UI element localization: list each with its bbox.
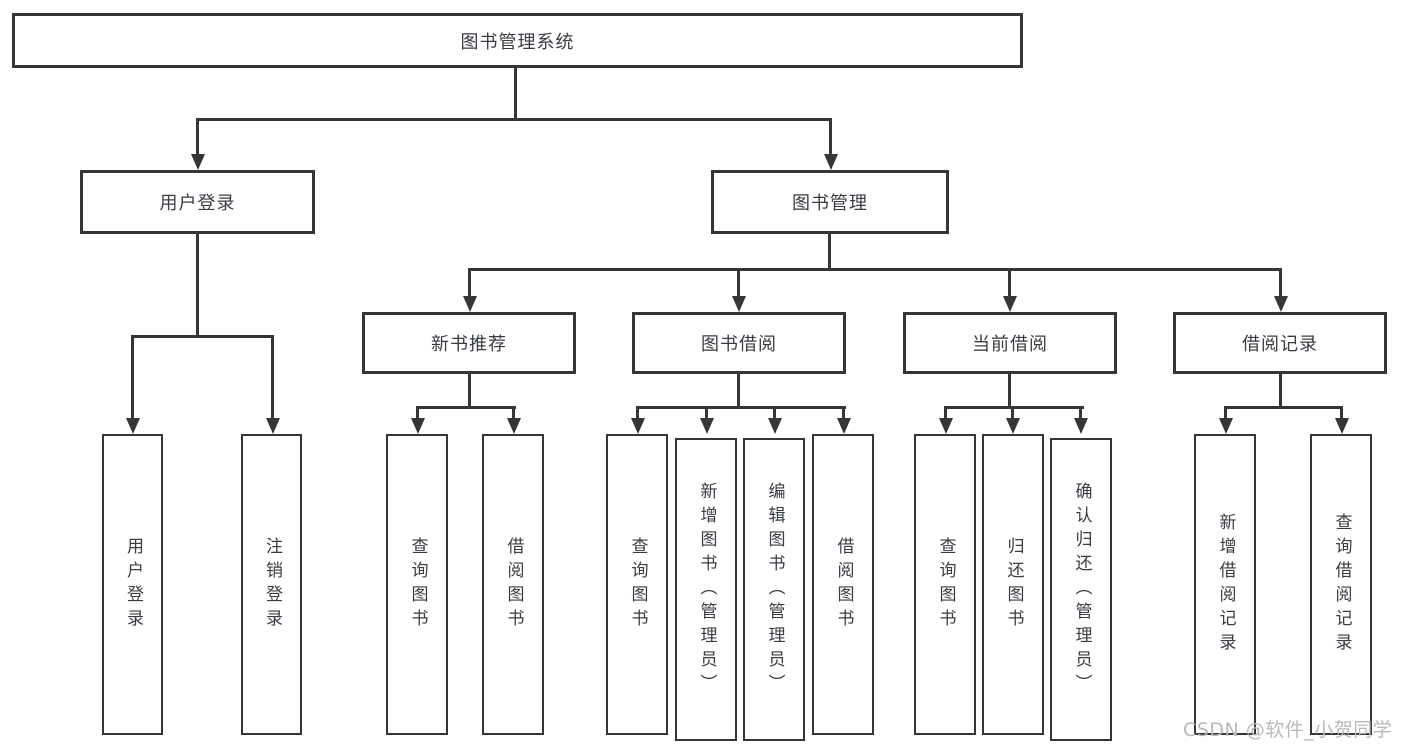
connector-arrow-nbr-query: [416, 406, 419, 418]
leaf-bb-edit-books: 编辑图书（管理员）: [743, 438, 805, 741]
leaf-bb-edit-books-label: 编辑图书（管理员）: [764, 481, 785, 698]
connector-arrow-br-query: [1340, 406, 1343, 418]
leaf-nbr-borrow-books: 借阅图书: [482, 434, 544, 735]
connector-arrow-new-book-rec: [468, 268, 471, 296]
node-new-book-rec: 新书推荐: [362, 312, 576, 374]
connector-book-mgmt-stem: [828, 234, 831, 271]
node-root-label: 图书管理系统: [460, 31, 575, 53]
leaf-cb-query-books-label: 查询图书: [935, 536, 956, 633]
leaf-bb-query-books-label: 查询图书: [627, 536, 648, 633]
connector-current-borrow-stem: [1008, 374, 1011, 408]
leaf-bb-add-books-label: 新增图书（管理员）: [696, 481, 717, 698]
node-current-borrow-label: 当前借阅: [972, 334, 1048, 355]
connector-arrow-book-mgmt: [829, 118, 832, 154]
leaf-bb-add-books: 新增图书（管理员）: [675, 438, 737, 741]
node-user-login-label: 用户登录: [159, 193, 236, 214]
connector-arrow-user-login: [196, 118, 199, 154]
connector-user-login-bar: [131, 335, 274, 338]
node-borrow-records: 借阅记录: [1173, 312, 1387, 374]
node-root: 图书管理系统: [12, 13, 1023, 68]
leaf-br-query-record-label: 查询借阅记录: [1331, 512, 1352, 657]
connector-arrow-current-borrow: [1008, 268, 1011, 296]
connector-arrow-nbr-borrow: [512, 406, 515, 418]
connector-book-borrow-bar: [636, 406, 846, 409]
connector-arrow-bb-add: [705, 406, 708, 418]
leaf-cb-confirm-return-label: 确认归还（管理员）: [1071, 481, 1092, 698]
node-book-borrow: 图书借阅: [632, 312, 846, 374]
connector-arrow-bb-edit: [773, 406, 776, 418]
connector-borrow-records-bar: [1224, 406, 1343, 409]
connector-root-bar: [196, 118, 832, 121]
node-current-borrow: 当前借阅: [903, 312, 1117, 374]
leaf-logout: 注销登录: [241, 434, 302, 735]
connector-user-login-stem: [196, 234, 199, 338]
connector-arrow-book-borrow: [737, 268, 740, 296]
connector-arrow-leaf-login: [131, 335, 134, 418]
connector-book-borrow-stem: [737, 374, 740, 408]
connector-arrow-bb-query: [636, 406, 639, 418]
node-book-mgmt: 图书管理: [711, 170, 949, 234]
connector-current-borrow-bar: [944, 406, 1084, 409]
leaf-cb-return-books-label: 归还图书: [1003, 536, 1024, 633]
leaf-cb-return-books: 归还图书: [982, 434, 1044, 735]
leaf-nbr-borrow-books-label: 借阅图书: [503, 536, 524, 633]
leaf-br-add-record-label: 新增借阅记录: [1215, 512, 1236, 657]
leaf-nbr-query-books: 查询图书: [386, 434, 448, 735]
leaf-cb-query-books: 查询图书: [914, 434, 976, 735]
leaf-logout-label: 注销登录: [262, 536, 282, 633]
leaf-br-query-record: 查询借阅记录: [1310, 434, 1372, 735]
leaf-user-login: 用户登录: [102, 434, 163, 735]
node-book-mgmt-label: 图书管理: [792, 193, 868, 214]
node-borrow-records-label: 借阅记录: [1242, 334, 1318, 355]
leaf-nbr-query-books-label: 查询图书: [407, 536, 428, 633]
leaf-br-add-record: 新增借阅记录: [1194, 434, 1256, 735]
node-new-book-rec-label: 新书推荐: [431, 334, 507, 355]
connector-new-book-rec-stem: [468, 374, 471, 408]
connector-arrow-leaf-logout: [271, 335, 274, 418]
connector-book-mgmt-bar: [468, 268, 1282, 271]
connector-borrow-records-stem: [1279, 374, 1282, 408]
connector-new-book-rec-bar: [416, 406, 516, 409]
leaf-user-login-label: 用户登录: [123, 536, 143, 633]
leaf-bb-query-books: 查询图书: [606, 434, 668, 735]
connector-arrow-bb-borrow: [842, 406, 845, 418]
connector-arrow-borrow-records: [1279, 268, 1282, 296]
connector-arrow-cb-return: [1011, 406, 1014, 418]
connector-arrow-br-add: [1224, 406, 1227, 418]
csdn-watermark: CSDN @软件_小贺同学: [1183, 719, 1393, 741]
leaf-bb-borrow-books: 借阅图书: [812, 434, 874, 735]
node-book-borrow-label: 图书借阅: [701, 334, 777, 355]
leaf-cb-confirm-return: 确认归还（管理员）: [1050, 438, 1112, 741]
leaf-bb-borrow-books-label: 借阅图书: [833, 536, 854, 633]
node-user-login: 用户登录: [80, 170, 315, 234]
connector-arrow-cb-confirm: [1079, 406, 1082, 418]
connector-arrow-cb-query: [944, 406, 947, 418]
connector-root-stem: [514, 68, 517, 120]
